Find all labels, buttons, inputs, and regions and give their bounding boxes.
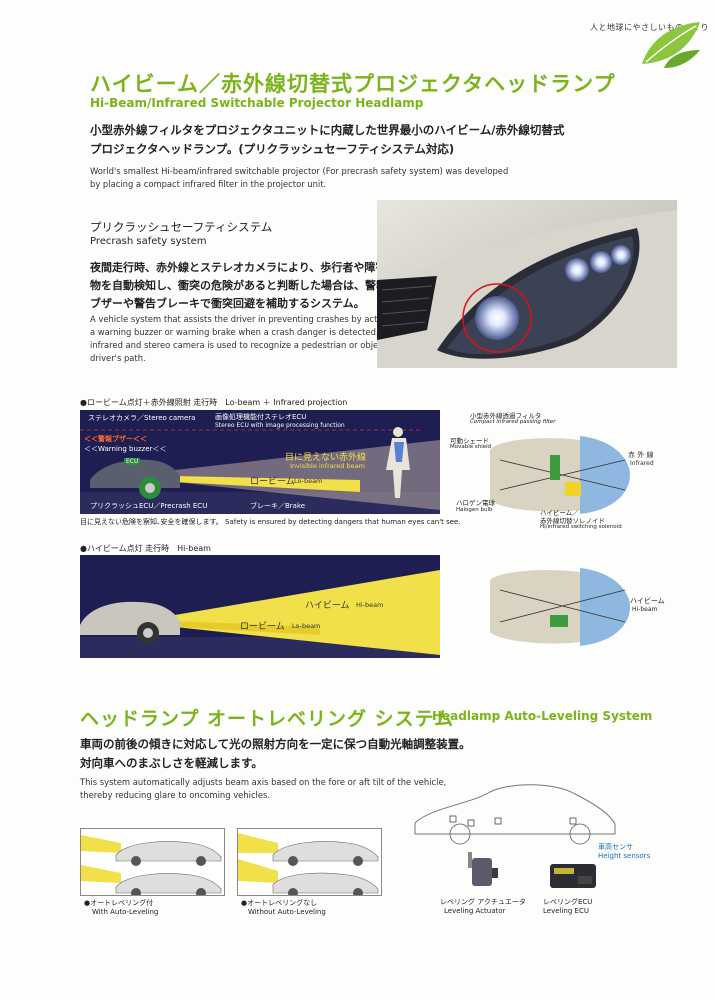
brake-label: ブレーキ／Brake	[250, 502, 306, 510]
ecu-label-jp: レベリングECU	[543, 898, 593, 906]
car-silhouette	[90, 459, 180, 499]
leveling-actuator-image	[462, 848, 502, 894]
lowbeam-label-en: Lo-beam	[294, 477, 323, 485]
filter-label-jp: 小型赤外線透過フィルタ	[470, 412, 542, 420]
precrash-en-1: A vehicle system that assists the driver…	[90, 314, 407, 324]
hibeam-diagram-label-jp: ハイビーム	[630, 597, 665, 605]
precrash-en-2: a warning buzzer or warning brake when a…	[90, 327, 393, 337]
leveling-title-jp: ヘッドランプ オートレベリング システム	[80, 708, 455, 730]
precrash-en-4: driver's path.	[90, 353, 146, 363]
lamp-bulbs	[475, 245, 631, 340]
projector-desc-jp-1: 小型赤外線フィルタをプロジェクタユニットに内蔵した世界最小のハイビーム/赤外線切…	[90, 123, 565, 137]
lowbeam-projector-diagram: 小型赤外線透過フィルタ Compact infrared passing fil…	[440, 400, 680, 540]
precrash-title-en: Precrash safety system	[90, 236, 207, 247]
warning-buzzer-jp: ＜＜警報ブザー＜＜	[84, 435, 147, 443]
precrash-title-jp: プリクラッシュセーフティシステム	[90, 220, 273, 234]
precrash-jp-2: 物を自動検知し、衝突の危険があると判断した場合は、警報	[90, 279, 387, 292]
infrared-label-jp: 赤 外 線	[628, 451, 654, 459]
precrash-ecu-label: プリクラッシュECU／Precrash ECU	[90, 502, 208, 510]
pedestrian-figure	[386, 427, 410, 498]
invisible-beam-en: Invisible infrared beam	[290, 462, 365, 470]
hibeam-lowbeam-label-en: Lo-beam	[292, 622, 321, 630]
leveling-jp-2: 対向車へのまぶしさを軽減します。	[80, 756, 263, 770]
stereo-camera-label: ステレオカメラ／Stereo camera	[88, 414, 196, 422]
shield-label-jp: 可動シェード	[450, 437, 489, 445]
halogen-label-jp: ハロゲン電球	[456, 499, 495, 507]
lowbeam-label-jp: ロービーム	[250, 477, 295, 487]
halogen-label-en: Halogen bulb	[456, 507, 493, 513]
height-sensor-jp: 車高センサ	[598, 843, 633, 851]
leveling-en-2: thereby reducing glare to oncoming vehic…	[80, 790, 271, 800]
projector-desc-en-1: World's smallest Hi-beam/infrared switch…	[90, 166, 509, 176]
leveling-car-outline	[410, 778, 620, 848]
infrared-label-en: Infrared	[630, 460, 654, 467]
with-leveling-en: With Auto-Leveling	[92, 908, 159, 916]
stereo-ecu-jp: 画像処理機能付ステレオECU	[215, 413, 307, 421]
hibeam-heading: ●ハイビーム点灯 走行時 Hi-beam	[80, 544, 211, 553]
without-leveling-en: Without Auto-Leveling	[248, 908, 326, 916]
leveling-title-en: Headlamp Auto-Leveling System	[432, 709, 653, 723]
ecu-label-en: Leveling ECU	[543, 907, 589, 915]
leveling-en-1: This system automatically adjusts beam a…	[80, 777, 447, 787]
precrash-jp-3: ブザーや警告ブレーキで衝突回避を補助するシステム。	[90, 297, 365, 310]
hibeam-diagram-label-en: Hi-beam	[632, 606, 658, 613]
hibeam-label-en: Hi-beam	[356, 601, 384, 609]
invisible-beam-jp: 目に見えない赤外線	[285, 453, 367, 463]
with-leveling-jp: ●オートレベリング付	[84, 899, 154, 907]
without-leveling-jp: ●オートレベリングなし	[241, 899, 318, 907]
lowbeam-heading: ●ロービーム点灯＋赤外線照射 走行時 Lo-beam ＋ Infrared pr…	[80, 398, 348, 407]
hibeam-label-jp: ハイビーム	[305, 601, 350, 611]
solenoid-label-jp-1: ハイビーム／	[540, 509, 579, 517]
lowbeam-scene: ステレオカメラ／Stereo camera 画像処理機能付ステレオECU Ste…	[80, 410, 440, 514]
actuator-label-en: Leveling Actuator	[444, 907, 506, 915]
car-silhouette	[80, 601, 180, 644]
projector-title-jp: ハイビーム／赤外線切替式プロジェクタヘッドランプ	[90, 72, 616, 96]
with-leveling-panel	[80, 828, 225, 896]
leveling-jp-1: 車両の前後の傾きに対応して光の照射方向を一定に保つ自動光軸調整装置。	[80, 737, 471, 751]
stereo-ecu-en: Stereo ECU with image processing functio…	[215, 422, 345, 429]
leaf-icon	[634, 14, 704, 69]
warning-buzzer-en: ＜＜Warning buzzer＜＜	[84, 445, 167, 453]
hibeam-lowbeam-label-jp: ロービーム	[240, 622, 285, 632]
tagline: 人と地球にやさしいものづくり	[590, 23, 709, 32]
solenoid-label-jp-2: 赤外線切替ソレノイド	[540, 517, 605, 525]
precrash-jp-1: 夜間走行時、赤外線とステレオカメラにより、歩行者や障害	[90, 261, 387, 274]
precrash-en-3: infrared and stereo camera is used to re…	[90, 340, 413, 350]
projector-desc-jp-2: プロジェクタヘッドランプ。(プリクラッシュセーフティシステム対応)	[90, 142, 455, 156]
lowbeam-caption: 目に見えない危険を察知､安全を確保します。 Safety is ensured …	[80, 518, 461, 526]
shield-label-en: Movable shield	[450, 444, 492, 450]
without-leveling-panel	[237, 828, 382, 896]
solenoid-label-en: Hi/infrared switching solenoid	[540, 524, 622, 530]
hibeam-projector-diagram: ハイビーム Hi-beam	[470, 560, 680, 660]
leveling-ecu-image	[548, 860, 598, 890]
ecu-tag: ECU	[124, 458, 141, 465]
height-sensor-en: Height sensors	[598, 852, 651, 860]
actuator-label-jp: レベリング アクチュエータ	[440, 898, 526, 906]
sensor-markers	[449, 815, 577, 827]
projector-title-en: Hi-Beam/Infrared Switchable Projector He…	[90, 96, 424, 110]
projector-desc-en-2: by placing a compact infrared filter in …	[90, 179, 327, 189]
hibeam-scene: ハイビーム Hi-beam ロービーム Lo-beam	[80, 555, 440, 658]
filter-label-en: Compact infrared passing filter	[470, 419, 556, 425]
headlamp-photo	[377, 200, 677, 368]
